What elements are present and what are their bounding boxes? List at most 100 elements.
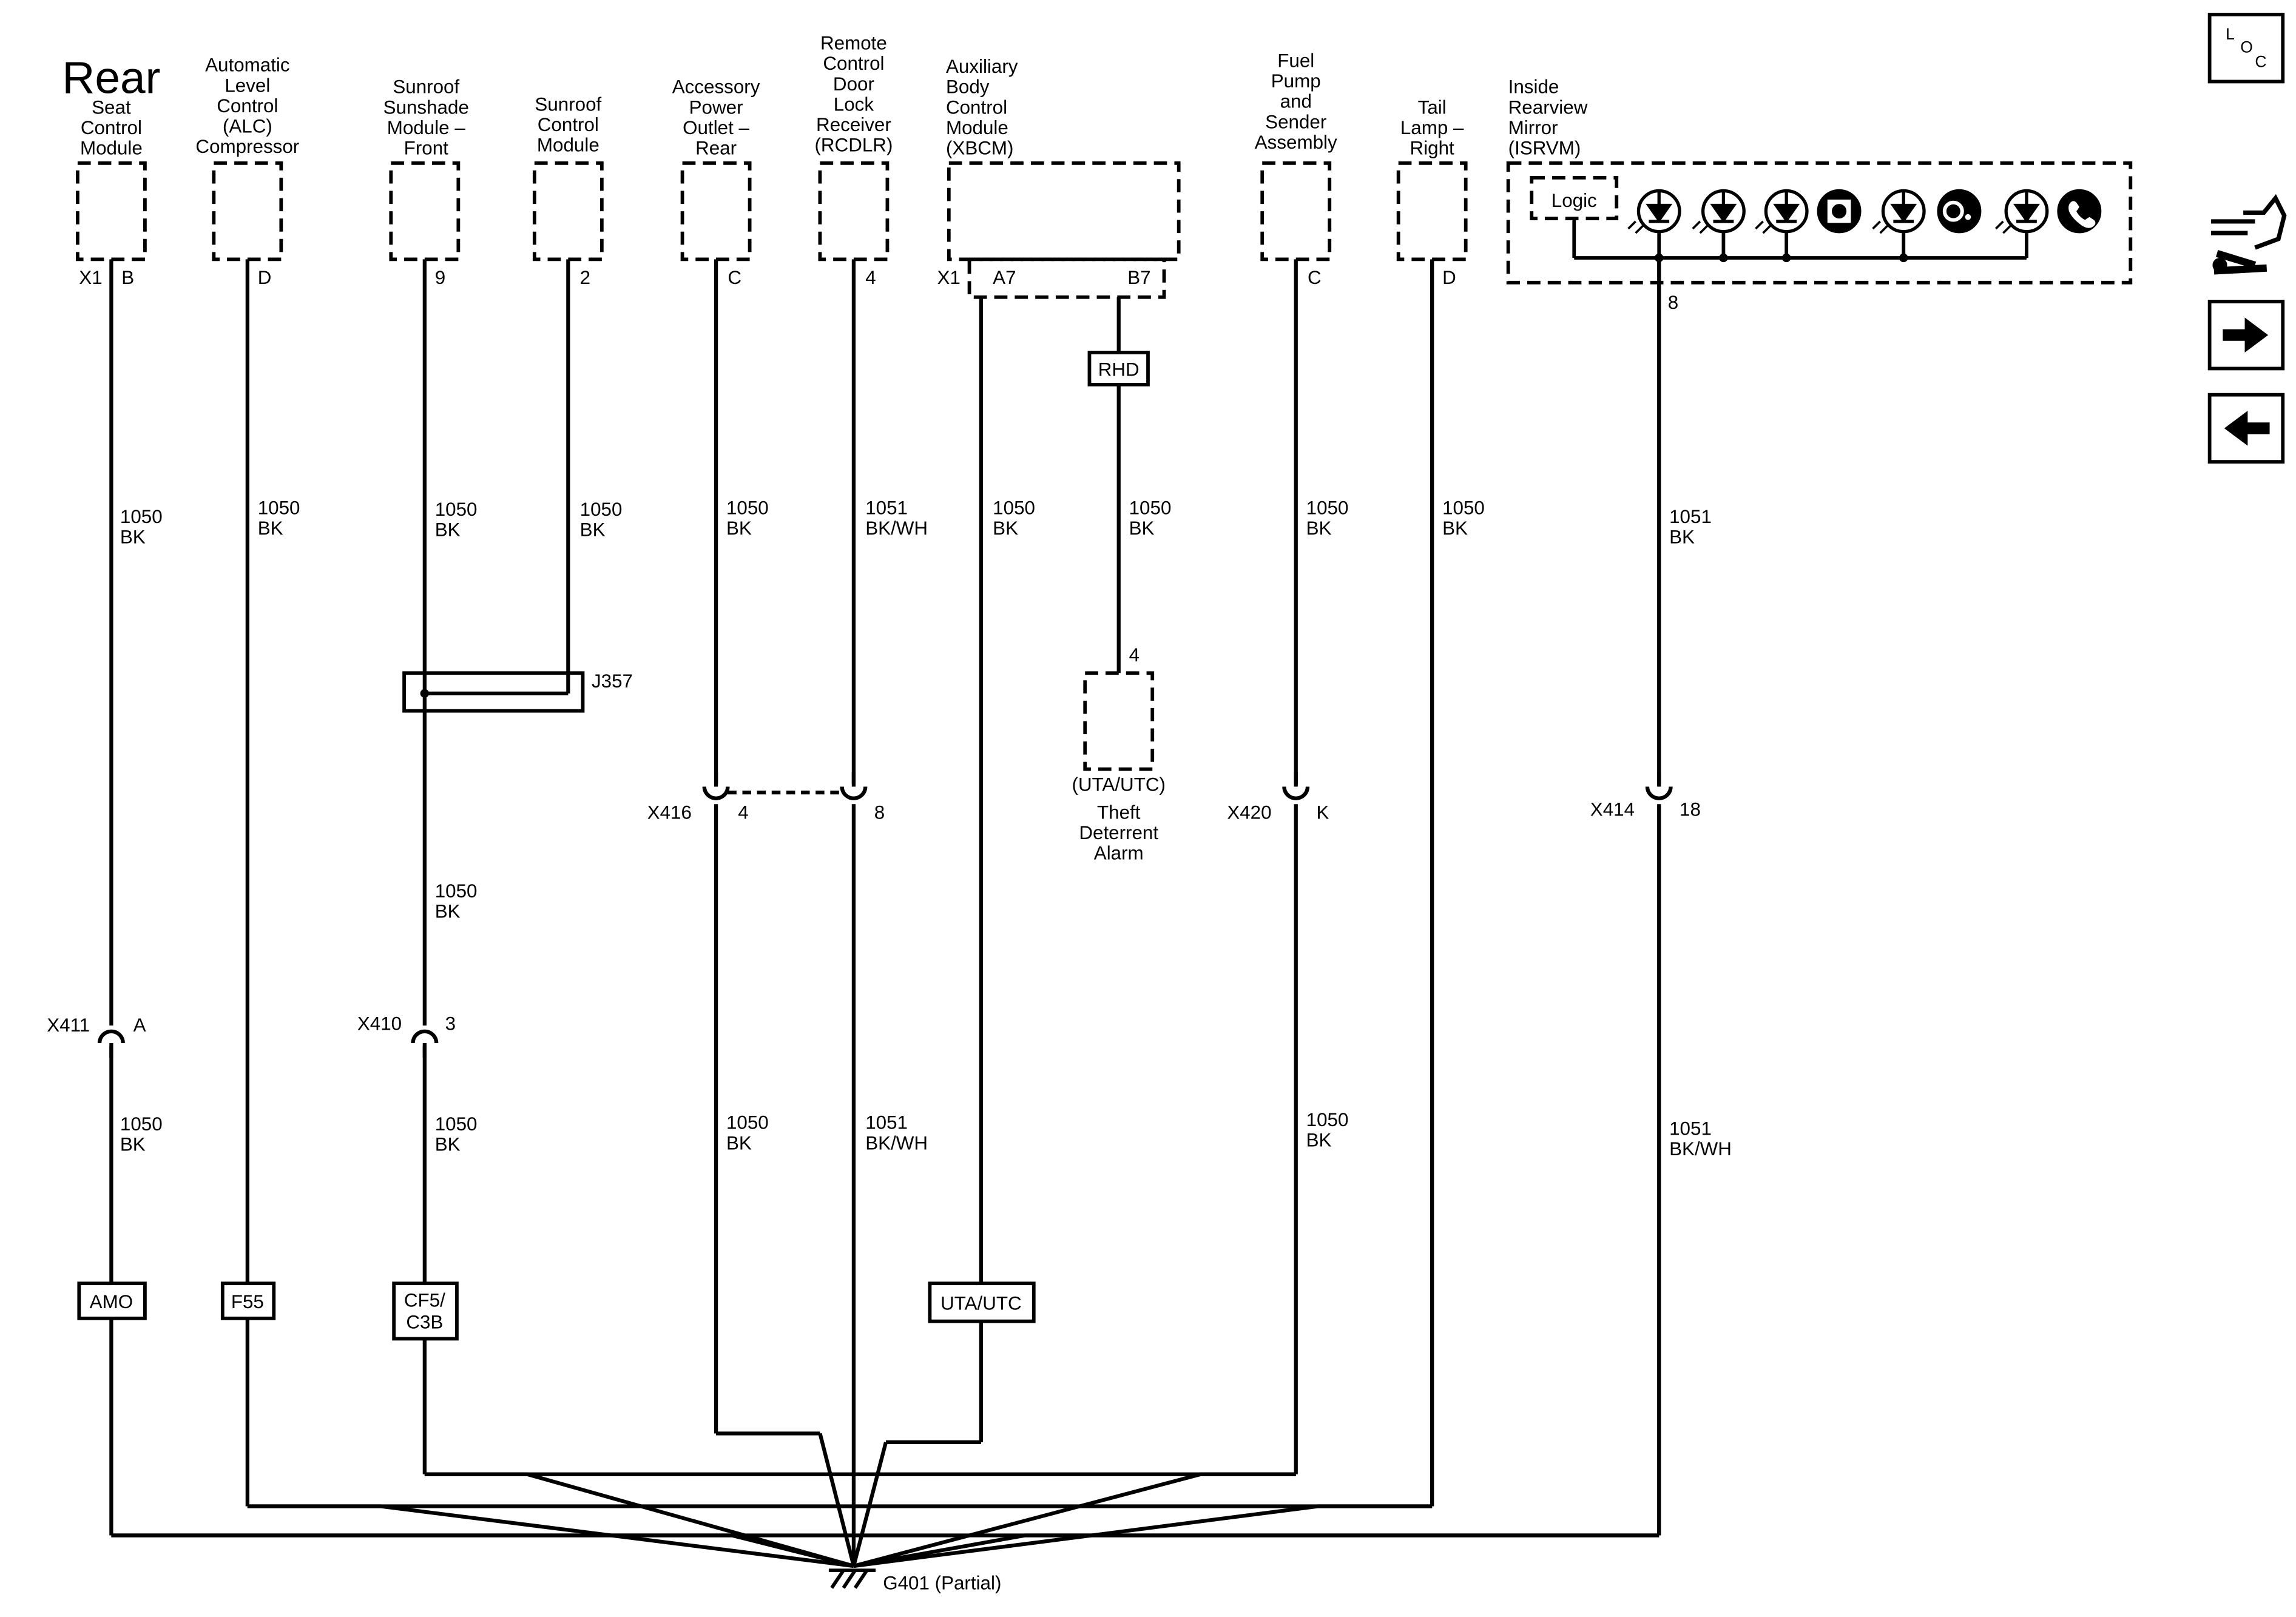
option-amo-label: AMO xyxy=(90,1291,133,1312)
x410-pin: 3 xyxy=(445,1013,456,1035)
wire-label: 1050 xyxy=(258,498,300,519)
x411-label: X411 xyxy=(47,1014,90,1036)
xbcm-box xyxy=(947,161,1181,262)
svg-text:Lock: Lock xyxy=(834,94,874,115)
svg-text:Sunroof: Sunroof xyxy=(535,94,601,115)
label-sunroof-control-module: Sunroof Control Module xyxy=(535,94,601,156)
svg-text:Front: Front xyxy=(404,138,449,159)
svg-text:Theft: Theft xyxy=(1097,802,1141,823)
wire-label: 1051 xyxy=(1669,506,1712,527)
wire-label: BK xyxy=(258,518,283,539)
wire-label: BK/WH xyxy=(865,518,928,539)
svg-text:Assembly: Assembly xyxy=(1255,132,1337,153)
x411-pin: A xyxy=(133,1014,146,1036)
svg-text:Module: Module xyxy=(537,135,599,156)
xbcm-connector-box xyxy=(967,257,1166,299)
svg-text:(RCDLR): (RCDLR) xyxy=(814,135,893,156)
wire-label: 1050 xyxy=(435,880,478,902)
label-inside-rearview-mirror: Inside Rearview Mirror (ISRVM) xyxy=(1508,76,1588,159)
svg-text:Control: Control xyxy=(946,96,1007,118)
label-sunroof-sunshade-module: Sunroof Sunshade Module – Front xyxy=(383,76,469,159)
label-rcdlr: Remote Control Door Lock Receiver (RCDLR… xyxy=(814,33,893,156)
wire-label: BK xyxy=(435,901,461,922)
wire-label: BK xyxy=(726,1132,752,1153)
svg-text:Mirror: Mirror xyxy=(1508,117,1558,138)
option-f55-label: F55 xyxy=(231,1291,264,1312)
led-icon xyxy=(1627,189,1681,234)
fuel-pin: C xyxy=(1308,267,1322,288)
x416-pin-b: 8 xyxy=(874,802,885,823)
rear-seat-module-box xyxy=(76,161,147,262)
svg-text:(ALC): (ALC) xyxy=(223,116,272,137)
x420-label: X420 xyxy=(1227,802,1271,823)
svg-text:Rear: Rear xyxy=(695,138,737,159)
loc-button[interactable]: L O C xyxy=(2207,13,2285,84)
ground-symbol-icon xyxy=(828,1568,876,1589)
tail-lamp-box xyxy=(1396,161,1468,262)
option-tag-uta xyxy=(928,1281,1036,1323)
svg-text:Deterrent: Deterrent xyxy=(1079,822,1158,843)
x414-label: X414 xyxy=(1590,799,1635,820)
svg-text:Body: Body xyxy=(946,76,990,98)
wire-label: BK xyxy=(435,1134,461,1155)
svg-text:Alarm: Alarm xyxy=(1094,843,1144,864)
wire-label: BK xyxy=(726,518,752,539)
wire-label: BK xyxy=(120,1134,146,1155)
wire-label: 1051 xyxy=(865,1112,908,1133)
svg-text:and: and xyxy=(1280,91,1312,112)
x416-pin-a: 4 xyxy=(738,802,748,823)
rear-seat-connector: X1 xyxy=(79,267,102,288)
loc-c-label: C xyxy=(2255,53,2266,71)
mirror-logic-label: Logic xyxy=(1551,190,1597,211)
led-icon xyxy=(1755,189,1809,234)
connector-wrench-icon[interactable] xyxy=(2211,194,2287,275)
wire-label: BK xyxy=(1129,518,1155,539)
svg-text:Module: Module xyxy=(946,117,1008,138)
wire-label: BK xyxy=(120,527,146,548)
wire-label: 1050 xyxy=(1306,498,1349,519)
svg-text:Rearview: Rearview xyxy=(1508,96,1588,118)
rcdlr-box xyxy=(818,161,890,262)
wire-label: BK xyxy=(435,519,461,541)
wire-label: BK xyxy=(993,518,1018,539)
svg-text:Accessory: Accessory xyxy=(672,76,760,98)
option-uta-label: UTA/UTC xyxy=(940,1292,1022,1314)
label-rear-seat-control-module: Rear Seat Control Module xyxy=(62,52,160,159)
wire-label: BK xyxy=(1306,1130,1332,1151)
svg-text:Remote: Remote xyxy=(820,33,887,54)
sunshade-pin: 9 xyxy=(435,267,445,288)
wire-runs xyxy=(109,257,1661,1568)
svg-text:Auxiliary: Auxiliary xyxy=(946,56,1018,77)
wire-label: BK xyxy=(1442,518,1468,539)
svg-text:Module: Module xyxy=(80,138,143,159)
rcdlr-pin: 4 xyxy=(865,267,876,288)
label-theft-deterrent-alarm: (UTA/UTC) Theft Deterrent Alarm xyxy=(1072,774,1166,864)
wire-label: 1050 xyxy=(726,1112,769,1133)
wire-label: BK/WH xyxy=(1669,1138,1732,1160)
wire-label: 1051 xyxy=(865,498,908,519)
loc-l-label: L xyxy=(2226,25,2235,43)
svg-text:Level: Level xyxy=(225,75,270,96)
onstar-button-icon xyxy=(1817,189,1862,234)
svg-text:Rear: Rear xyxy=(62,52,160,103)
next-page-button[interactable] xyxy=(2207,300,2285,371)
connector-x420 xyxy=(1282,772,1310,800)
wire-label: BK xyxy=(1669,527,1695,548)
option-tag-f55 xyxy=(220,1281,276,1320)
alc-compressor-box xyxy=(212,161,283,262)
option-c3b-label: C3B xyxy=(406,1312,443,1333)
apo-pin: C xyxy=(728,267,741,288)
x416-label: X416 xyxy=(647,802,692,823)
option-cf5-label: CF5/ xyxy=(404,1290,445,1311)
prev-page-button[interactable] xyxy=(2207,393,2285,464)
wire-label: 1051 xyxy=(1669,1118,1712,1139)
alc-pin: D xyxy=(258,267,272,288)
wire-label: 1050 xyxy=(726,498,769,519)
fuel-pump-box xyxy=(1260,161,1332,262)
label-fuel-pump-sender: Fuel Pump and Sender Assembly xyxy=(1255,50,1337,153)
label-tail-lamp-right: Tail Lamp – Right xyxy=(1400,96,1464,158)
label-alc-compressor: Automatic Level Control (ALC) Compressor xyxy=(195,55,299,157)
svg-text:Right: Right xyxy=(1410,138,1455,159)
svg-text:Door: Door xyxy=(833,73,874,95)
